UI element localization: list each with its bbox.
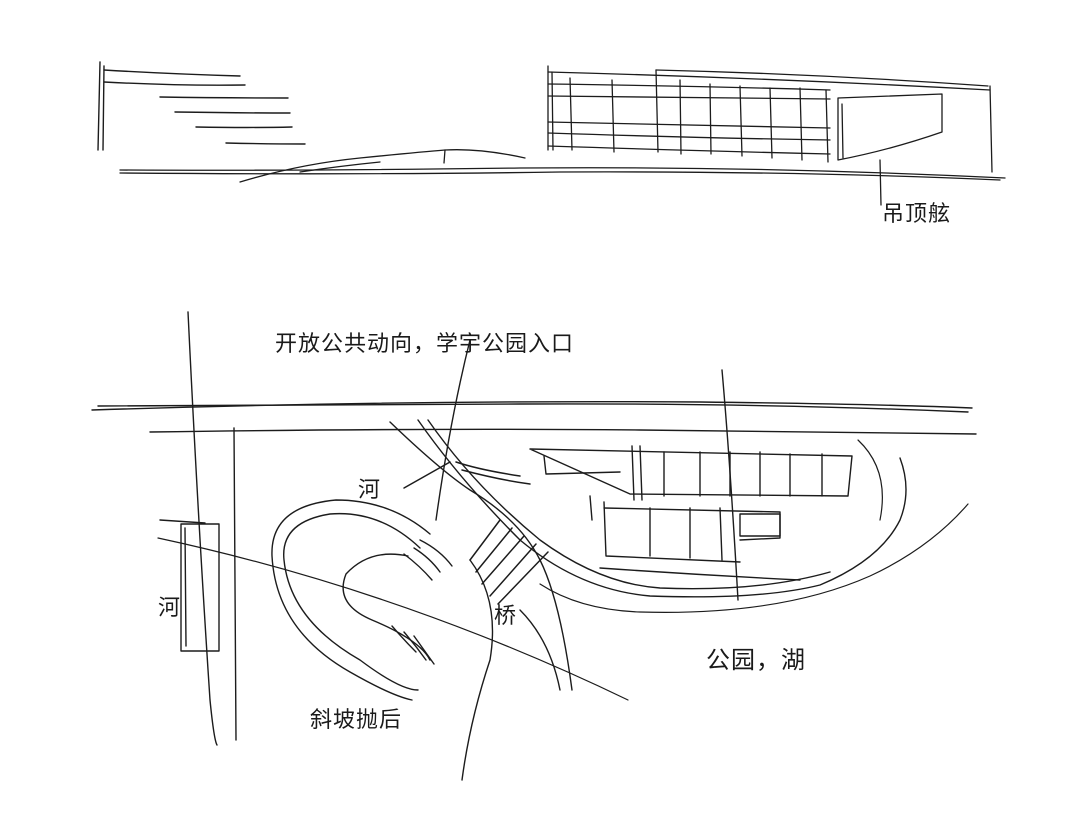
left-building-elevation — [97, 61, 306, 151]
river — [389, 339, 907, 691]
side-road-block — [159, 519, 220, 652]
bridge-label: 桥 — [494, 604, 518, 629]
winding-ramp — [271, 499, 561, 781]
main-road — [91, 311, 977, 746]
right-building-elevation — [547, 65, 993, 206]
park-lake-label: 公园，湖 — [706, 646, 806, 674]
park-lake-curves — [539, 439, 969, 613]
building-plan — [529, 369, 853, 601]
river-label: 河 — [358, 478, 382, 503]
slope-ramp-label: 斜坡抛后 — [310, 708, 403, 733]
ground-line — [119, 149, 1006, 183]
public-passage-label: 开放公共动向，学宇公园入口 — [275, 332, 575, 357]
diagonal-line — [157, 537, 629, 701]
section-note-label: 吊顶舷 — [882, 202, 952, 227]
road-label: 河 — [158, 596, 182, 621]
bridge — [403, 461, 549, 605]
elevation-sketch — [97, 61, 1006, 206]
